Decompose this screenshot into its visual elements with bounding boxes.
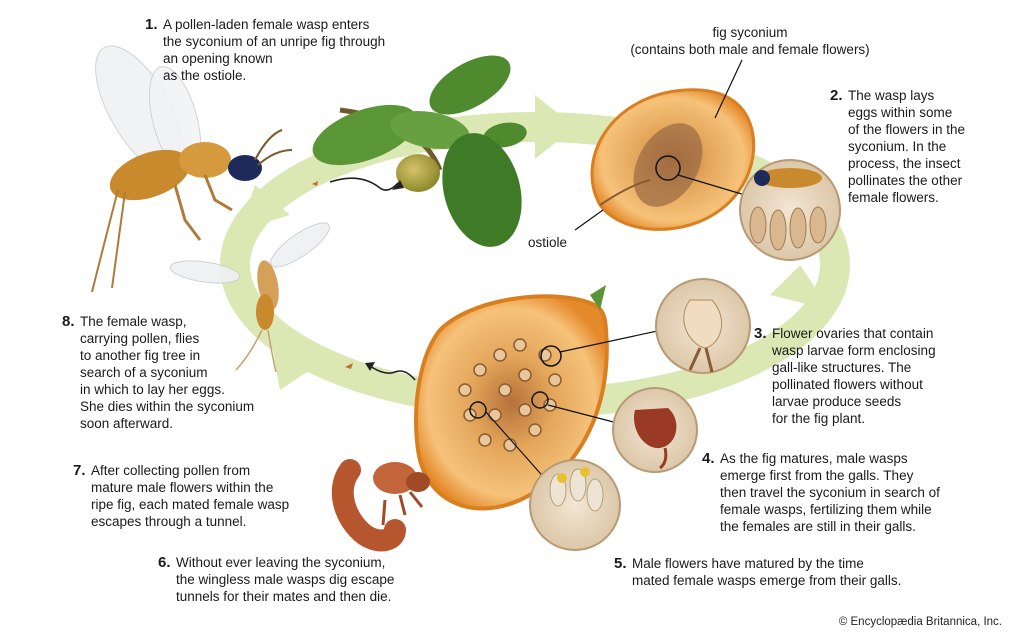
syconium-leader-line — [714, 59, 743, 119]
step-7-caption: 7. After collecting pollen from mature m… — [73, 462, 290, 530]
zoom-circle — [655, 155, 681, 181]
inset-step4 — [612, 387, 698, 473]
step-6-number: 6. — [158, 554, 171, 571]
step-5-number: 5. — [614, 555, 627, 572]
unripe-fig — [396, 154, 440, 192]
copyright-text: © Encyclopædia Britannica, Inc. — [838, 616, 1002, 628]
step-2-caption: 2. The wasp lays eggs within some of the… — [830, 87, 966, 206]
halved-fig-unripe — [574, 59, 756, 231]
step-3-caption: 3. Flower ovaries that contain wasp larv… — [754, 325, 936, 427]
entry-arrow — [329, 177, 399, 191]
step-6-text: Without ever leaving the syconium, the w… — [176, 555, 395, 604]
step-2-number: 2. — [830, 87, 843, 104]
inset-step2 — [739, 159, 841, 261]
flying-wasp-icon — [169, 222, 330, 373]
step-8-text: The female wasp, carrying pollen, flies … — [80, 314, 255, 431]
step-5-text: Male flowers have matured by the time ma… — [632, 556, 902, 588]
step-3-number: 3. — [754, 325, 767, 342]
male-wasp-icon — [331, 459, 430, 552]
inset-step3 — [655, 278, 751, 374]
step-8-number: 8. — [62, 313, 75, 330]
step-5-caption: 5. Male flowers have matured by the time… — [614, 555, 902, 589]
step-4-number: 4. — [702, 450, 715, 467]
female-wasp-icon — [91, 45, 293, 293]
zoom-circle-step4 — [531, 391, 549, 409]
cycle-arrowhead-top — [535, 95, 575, 159]
escaping-wasp-icon — [345, 363, 353, 369]
syconium-label: fig syconium (contains both male and fem… — [630, 25, 870, 57]
step-3-text: Flower ovaries that contain wasp larvae … — [772, 326, 936, 426]
cycle-arrowhead-topleft — [240, 185, 290, 230]
fig-branch-illustration — [312, 55, 527, 247]
zoom-circle-step5 — [469, 401, 487, 419]
tiny-wasp-icon — [312, 181, 318, 186]
inset-step5 — [529, 459, 621, 551]
zoom-circle-step3 — [540, 345, 562, 367]
step-4-text: As the fig matures, male wasps emerge fi… — [720, 451, 940, 534]
step-1-caption: 1. A pollen-laden female wasp enters the… — [145, 16, 386, 84]
step-1-number: 1. — [145, 16, 158, 33]
step-2-text: The wasp lays eggs within some of the fl… — [848, 88, 966, 205]
step-6-caption: 6. Without ever leaving the syconium, th… — [158, 554, 395, 605]
step-7-number: 7. — [73, 462, 86, 479]
step-8-caption: 8. The female wasp, carrying pollen, fli… — [62, 313, 255, 432]
cycle-arrowhead-left — [270, 335, 310, 390]
exit-arrow — [369, 365, 416, 381]
ostiole-leader-line — [574, 209, 604, 231]
ostiole-label: ostiole — [528, 235, 568, 250]
step-4-caption: 4. As the fig matures, male wasps emerge… — [702, 450, 940, 535]
step-1-text: A pollen-laden female wasp enters the sy… — [163, 17, 386, 83]
cycle-arrowhead-right — [770, 265, 830, 310]
step-7-text: After collecting pollen from mature male… — [91, 463, 290, 529]
